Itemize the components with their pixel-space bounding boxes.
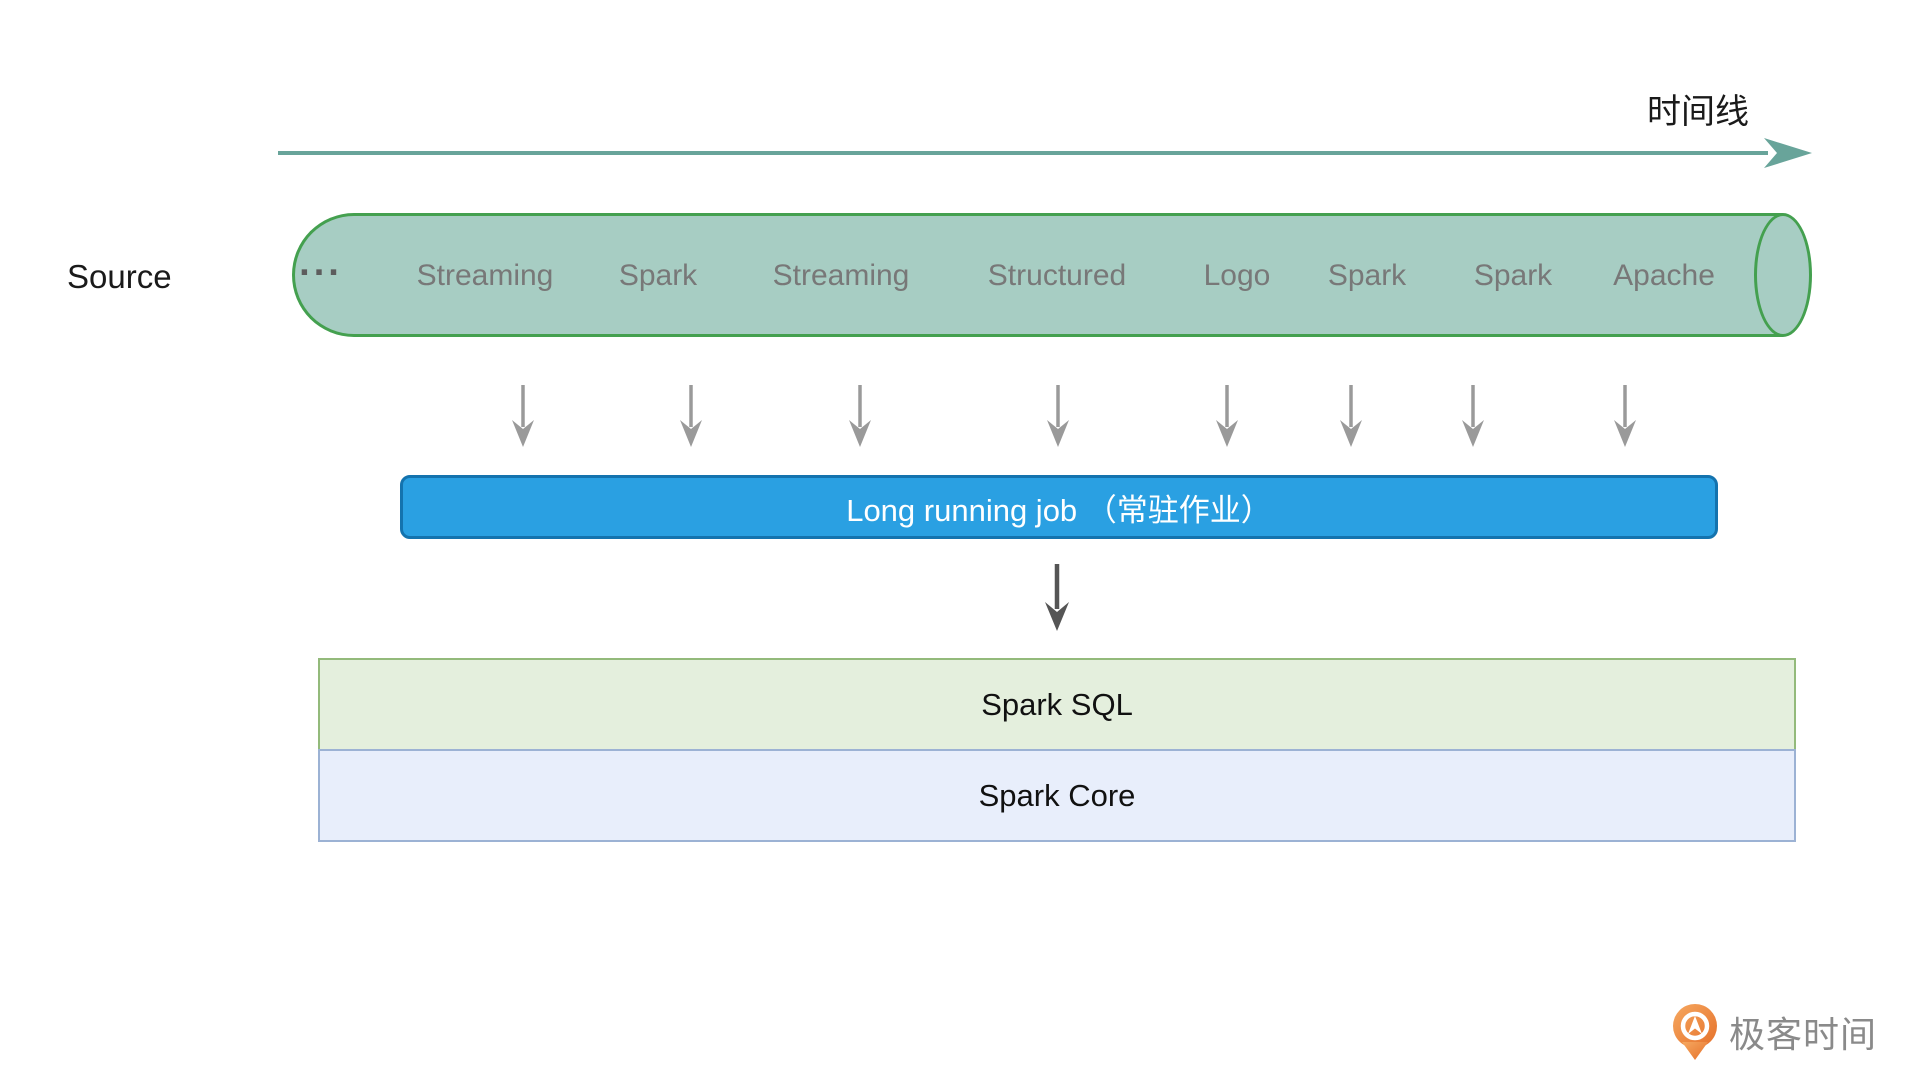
down-arrow-icon [1047,385,1069,447]
down-arrow-icon [849,385,871,447]
cylinder-word: Streaming [772,259,910,292]
brand-logo: 极客时间 [1671,1000,1877,1064]
cylinder-word: Spark [1327,259,1407,292]
cylinder-word: Spark [1473,259,1553,292]
down-arrow-icon [680,385,702,447]
spark-sql-box: Spark SQL [318,658,1796,751]
cylinder-word: Spark [618,259,698,292]
cylinder-word: Structured [987,259,1127,292]
down-arrow-icon [1216,385,1238,447]
cylinder-word: Apache [1613,259,1715,292]
cylinder-word-ellipsis: ... [299,242,343,284]
timeline-label: 时间线 [1647,93,1749,131]
source-cylinder-cap [1754,213,1812,337]
down-arrow-icon [1462,385,1484,447]
source-label: Source [67,258,172,295]
long-running-job-box: Long running job （常驻作业） [400,475,1718,539]
source-cylinder [292,213,1783,337]
spark-core-box: Spark Core [318,749,1796,842]
down-arrow-icon [1614,385,1636,447]
spark-core-label: Spark Core [978,777,1136,813]
geektime-pin-icon [1673,1004,1717,1060]
timeline-arrow-icon [278,138,1812,168]
down-arrow-icon [512,385,534,447]
long-running-job-label: Long running job （常驻作业） [846,492,1272,528]
cylinder-word: Streaming [416,259,554,292]
big-down-arrow-icon [1045,564,1069,631]
cylinder-word: Logo [1203,259,1271,292]
down-arrow-icon [1340,385,1362,447]
spark-sql-label: Spark SQL [981,686,1133,722]
brand-label: 极客时间 [1729,1014,1878,1055]
